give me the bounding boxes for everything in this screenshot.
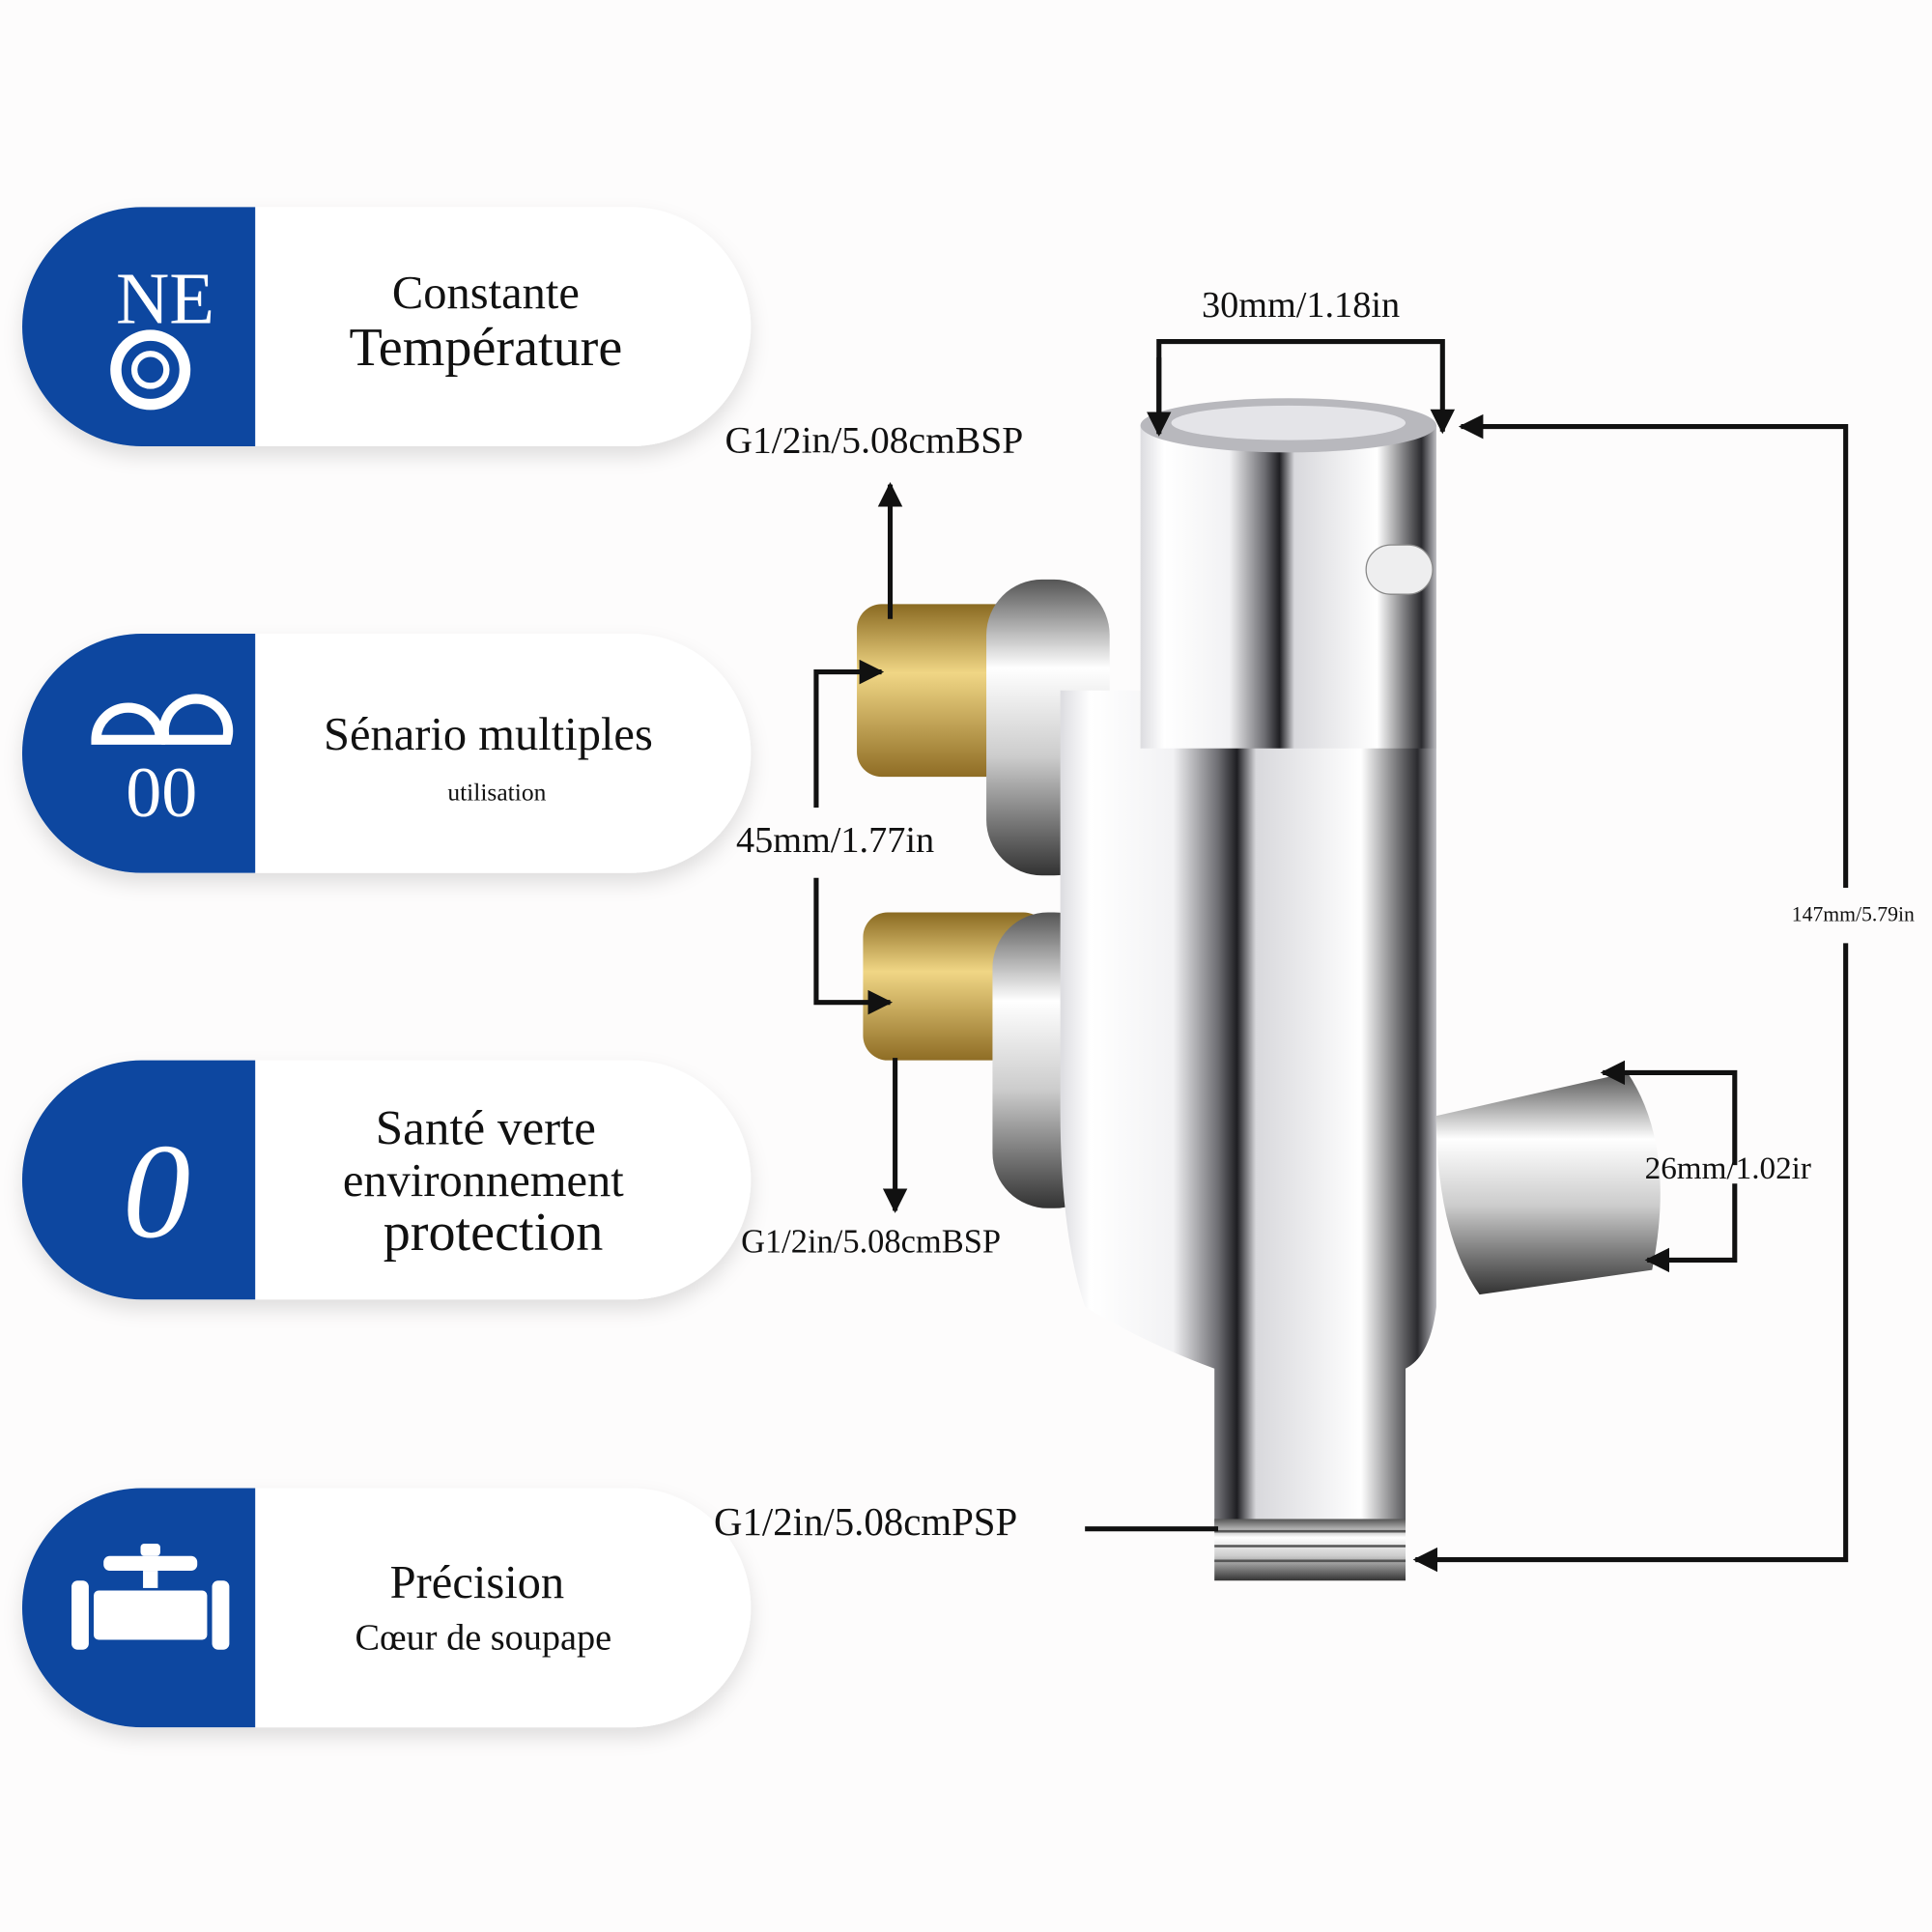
feature-title: Sénario multiples [324,709,653,760]
feature-card-temperature [22,207,752,447]
dimension-inlet-top: G1/2in/5.08cmBSP [724,418,1023,461]
svg-text:NE: NE [116,257,214,339]
feature-card-precision [21,1488,752,1728]
feature-subtitle: utilisation [447,778,546,806]
dimension-lines [813,338,1849,1573]
dimension-top-width: 30mm/1.18in [1202,285,1400,326]
feature-subtitle: Température [349,318,622,378]
feature-subtitle: environnement [343,1155,624,1207]
dimension-outlet: G1/2in/5.08cmPSP [714,1500,1017,1544]
eco-zero-icon: 0 [123,1117,190,1266]
feature-title: Santé verte [376,1101,596,1155]
multi-use-loops-icon: 00 [91,694,234,833]
feature-title: Constante [392,268,580,319]
svg-text:00: 00 [126,753,197,833]
feature-extra: protection [384,1203,604,1263]
feature-subtitle: Cœur de soupape [355,1618,611,1659]
dimension-knob-diameter: 26mm/1.02ir [1645,1151,1811,1186]
dimension-total-height: 147mm/5.79in [1792,902,1915,925]
feature-card-scenarios [21,634,752,873]
feature-title: Précision [390,1557,565,1608]
thermostatic-valve-image [857,398,1661,1581]
valve-pipe-icon [71,1543,230,1650]
dimension-inlet-bottom: G1/2in/5.08cmBSP [741,1224,1001,1261]
dimension-inlet-spacing: 45mm/1.77in [736,820,934,861]
feature-card-eco [21,1060,752,1300]
thermometer-dial-icon: NE [110,257,214,411]
